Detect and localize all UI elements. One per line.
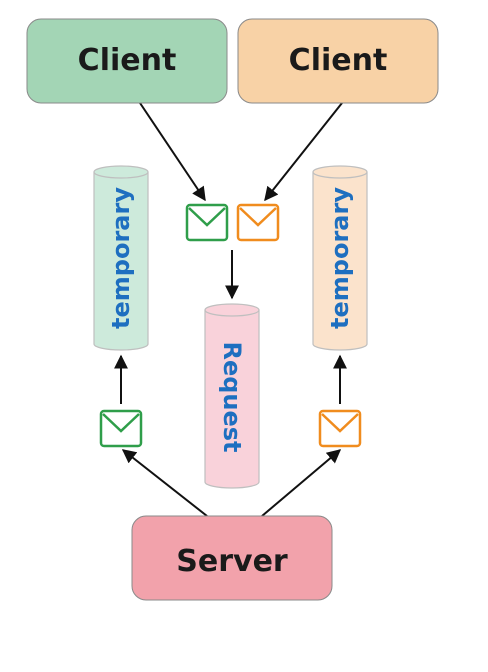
request-queue: Request — [204, 303, 260, 489]
client-left-box — [26, 18, 228, 104]
client-right-box — [237, 18, 439, 104]
temporary-left-cylinder-body — [93, 172, 149, 351]
green-message-icon-top — [185, 203, 229, 242]
arrow-client-left-to-green-message — [139, 102, 206, 202]
server-label: Server — [176, 544, 288, 579]
request-cylinder-top — [204, 303, 260, 317]
temporary-left-label: temporary — [107, 187, 135, 329]
client-left-label: Client — [78, 43, 177, 78]
temporary-right-cylinder-body — [312, 172, 368, 351]
temporary-left-cylinder-top — [93, 165, 149, 179]
orange-message-icon-top — [236, 203, 280, 242]
client-right-label: Client — [289, 43, 388, 78]
temporary-right-cylinder-top — [312, 165, 368, 179]
client-right-node: Client — [237, 18, 439, 104]
client-left-node: Client — [26, 18, 228, 104]
orange-message-icon-bottom — [318, 409, 362, 448]
request-label: Request — [218, 341, 246, 452]
server-box — [131, 515, 333, 601]
arrow-server-to-orange-message — [261, 449, 342, 517]
arrow-client-right-to-orange-message — [264, 102, 343, 202]
green-message-icon-bottom — [99, 409, 143, 448]
temporary-right-label: temporary — [326, 187, 354, 329]
request-cylinder-body — [204, 310, 260, 489]
temporary-left-queue: temporary — [93, 165, 149, 351]
arrow-server-to-green-message — [121, 449, 208, 517]
connection-arrows — [114, 102, 347, 517]
temporary-right-queue: temporary — [312, 165, 368, 351]
server-node: Server — [131, 515, 333, 601]
